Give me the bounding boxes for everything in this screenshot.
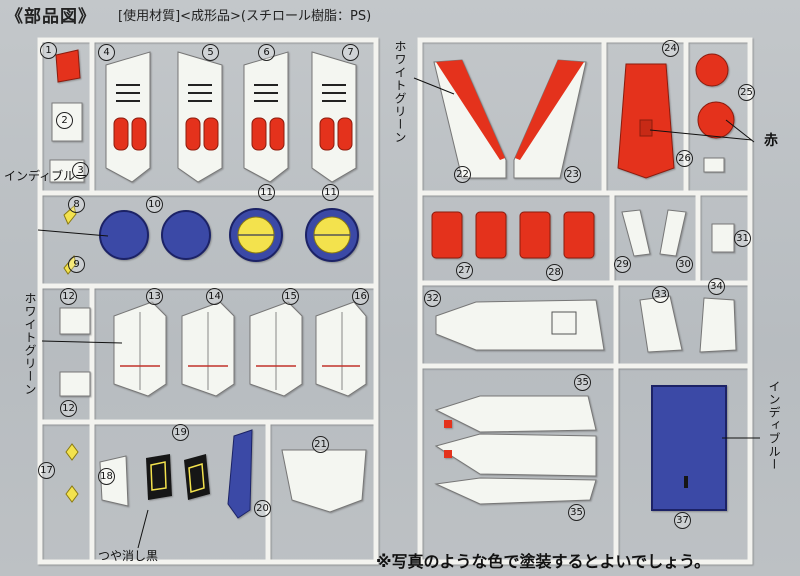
part-28-red <box>519 211 551 259</box>
part-7-leg <box>311 51 357 183</box>
part-17-yellow <box>65 443 79 461</box>
part-37-blue-panel <box>651 385 727 511</box>
part-number-29: 29 <box>614 256 631 273</box>
part-number-23: 23 <box>564 166 581 183</box>
part-number-37: 37 <box>674 512 691 529</box>
part-number-5: 5 <box>202 44 219 61</box>
page-title: 《部品図》 <box>6 7 96 27</box>
part-24-red-body <box>617 63 675 179</box>
part-13-arm <box>113 301 167 397</box>
part-1-red-block <box>55 49 81 83</box>
part-5-leg <box>177 51 223 183</box>
part-25-red-dome <box>695 53 729 87</box>
part-number-10: 10 <box>146 196 163 213</box>
part-31 <box>711 223 735 253</box>
part-11-yellow-disc <box>229 208 283 262</box>
part-20-blue-part <box>227 429 253 519</box>
part-number-32: 32 <box>424 290 441 307</box>
part-33 <box>639 295 683 353</box>
label-red: 赤 <box>764 133 778 149</box>
part-17-yellow <box>65 485 79 503</box>
part-number-30: 30 <box>676 256 693 273</box>
part-26 <box>703 157 725 173</box>
part-25-red-dome <box>697 101 735 139</box>
part-number-16: 16 <box>352 288 369 305</box>
part-number-33: 33 <box>652 286 669 303</box>
part-23-wing <box>513 59 587 179</box>
part-29 <box>621 209 651 257</box>
leader-lines <box>37 77 760 549</box>
label-white-green-top: ホワイトグリーン <box>393 40 407 144</box>
part-35-plate <box>434 395 597 505</box>
part-number-6: 6 <box>258 44 275 61</box>
left-sprue-frame <box>37 37 379 565</box>
part-34 <box>699 297 737 353</box>
part-number-19: 19 <box>172 424 189 441</box>
part-number-20: 20 <box>254 500 271 517</box>
part-number-7: 7 <box>342 44 359 61</box>
part-number-2: 2 <box>56 112 73 129</box>
part-14-arm <box>181 301 235 397</box>
part-number-12: 12 <box>60 400 77 417</box>
part-21 <box>281 449 367 513</box>
part-number-4: 4 <box>98 44 115 61</box>
part-32-panel <box>551 311 577 335</box>
part-30 <box>659 209 687 257</box>
part-10-blue-disc <box>161 210 211 260</box>
part-27-red <box>475 211 507 259</box>
right-sprue-frame <box>417 37 753 565</box>
part-number-1: 1 <box>40 42 57 59</box>
part-28-red <box>563 211 595 259</box>
part-number-15: 15 <box>282 288 299 305</box>
part-number-17: 17 <box>38 462 55 479</box>
part-number-31: 31 <box>734 230 751 247</box>
part-16-arm <box>315 301 367 397</box>
part-4-leg <box>105 51 151 183</box>
part-number-26: 26 <box>676 150 693 167</box>
material-subtitle: [使用材質]<成形品>(スチロール樹脂：PS) <box>118 9 372 24</box>
part-number-11: 11 <box>322 184 339 201</box>
part-11-yellow-disc <box>305 208 359 262</box>
part-number-35: 35 <box>568 504 585 521</box>
part-19-black <box>146 454 210 500</box>
part-number-22: 22 <box>454 166 471 183</box>
label-white-green-left: ホワイトグリーン <box>23 292 37 396</box>
part-10-blue-disc <box>99 210 149 260</box>
part-number-18: 18 <box>98 468 115 485</box>
part-number-21: 21 <box>312 436 329 453</box>
part-12 <box>59 371 91 397</box>
part-15-arm <box>249 301 303 397</box>
part-number-27: 27 <box>456 262 473 279</box>
part-number-9: 9 <box>68 256 85 273</box>
part-number-25: 25 <box>738 84 755 101</box>
part-12 <box>59 307 91 335</box>
part-number-8: 8 <box>68 196 85 213</box>
part-number-13: 13 <box>146 288 163 305</box>
painting-note: ※写真のような色で塗装するとよいでしょう。 <box>376 552 711 571</box>
label-matte-black: つや消し黒 <box>98 549 159 563</box>
part-number-11: 11 <box>258 184 275 201</box>
part-32-fuselage <box>435 299 605 351</box>
part-number-24: 24 <box>662 40 679 57</box>
label-indi-blue-right: インディブルー <box>767 380 781 471</box>
part-number-35: 35 <box>574 374 591 391</box>
part-27-red <box>431 211 463 259</box>
part-number-14: 14 <box>206 288 223 305</box>
label-indi-blue-left: インディブルー <box>4 169 88 183</box>
part-6-leg <box>243 51 289 183</box>
part-number-3: 3 <box>72 162 89 179</box>
part-number-28: 28 <box>546 264 563 281</box>
part-number-34: 34 <box>708 278 725 295</box>
part-22-wing <box>433 59 507 179</box>
part-number-12: 12 <box>60 288 77 305</box>
